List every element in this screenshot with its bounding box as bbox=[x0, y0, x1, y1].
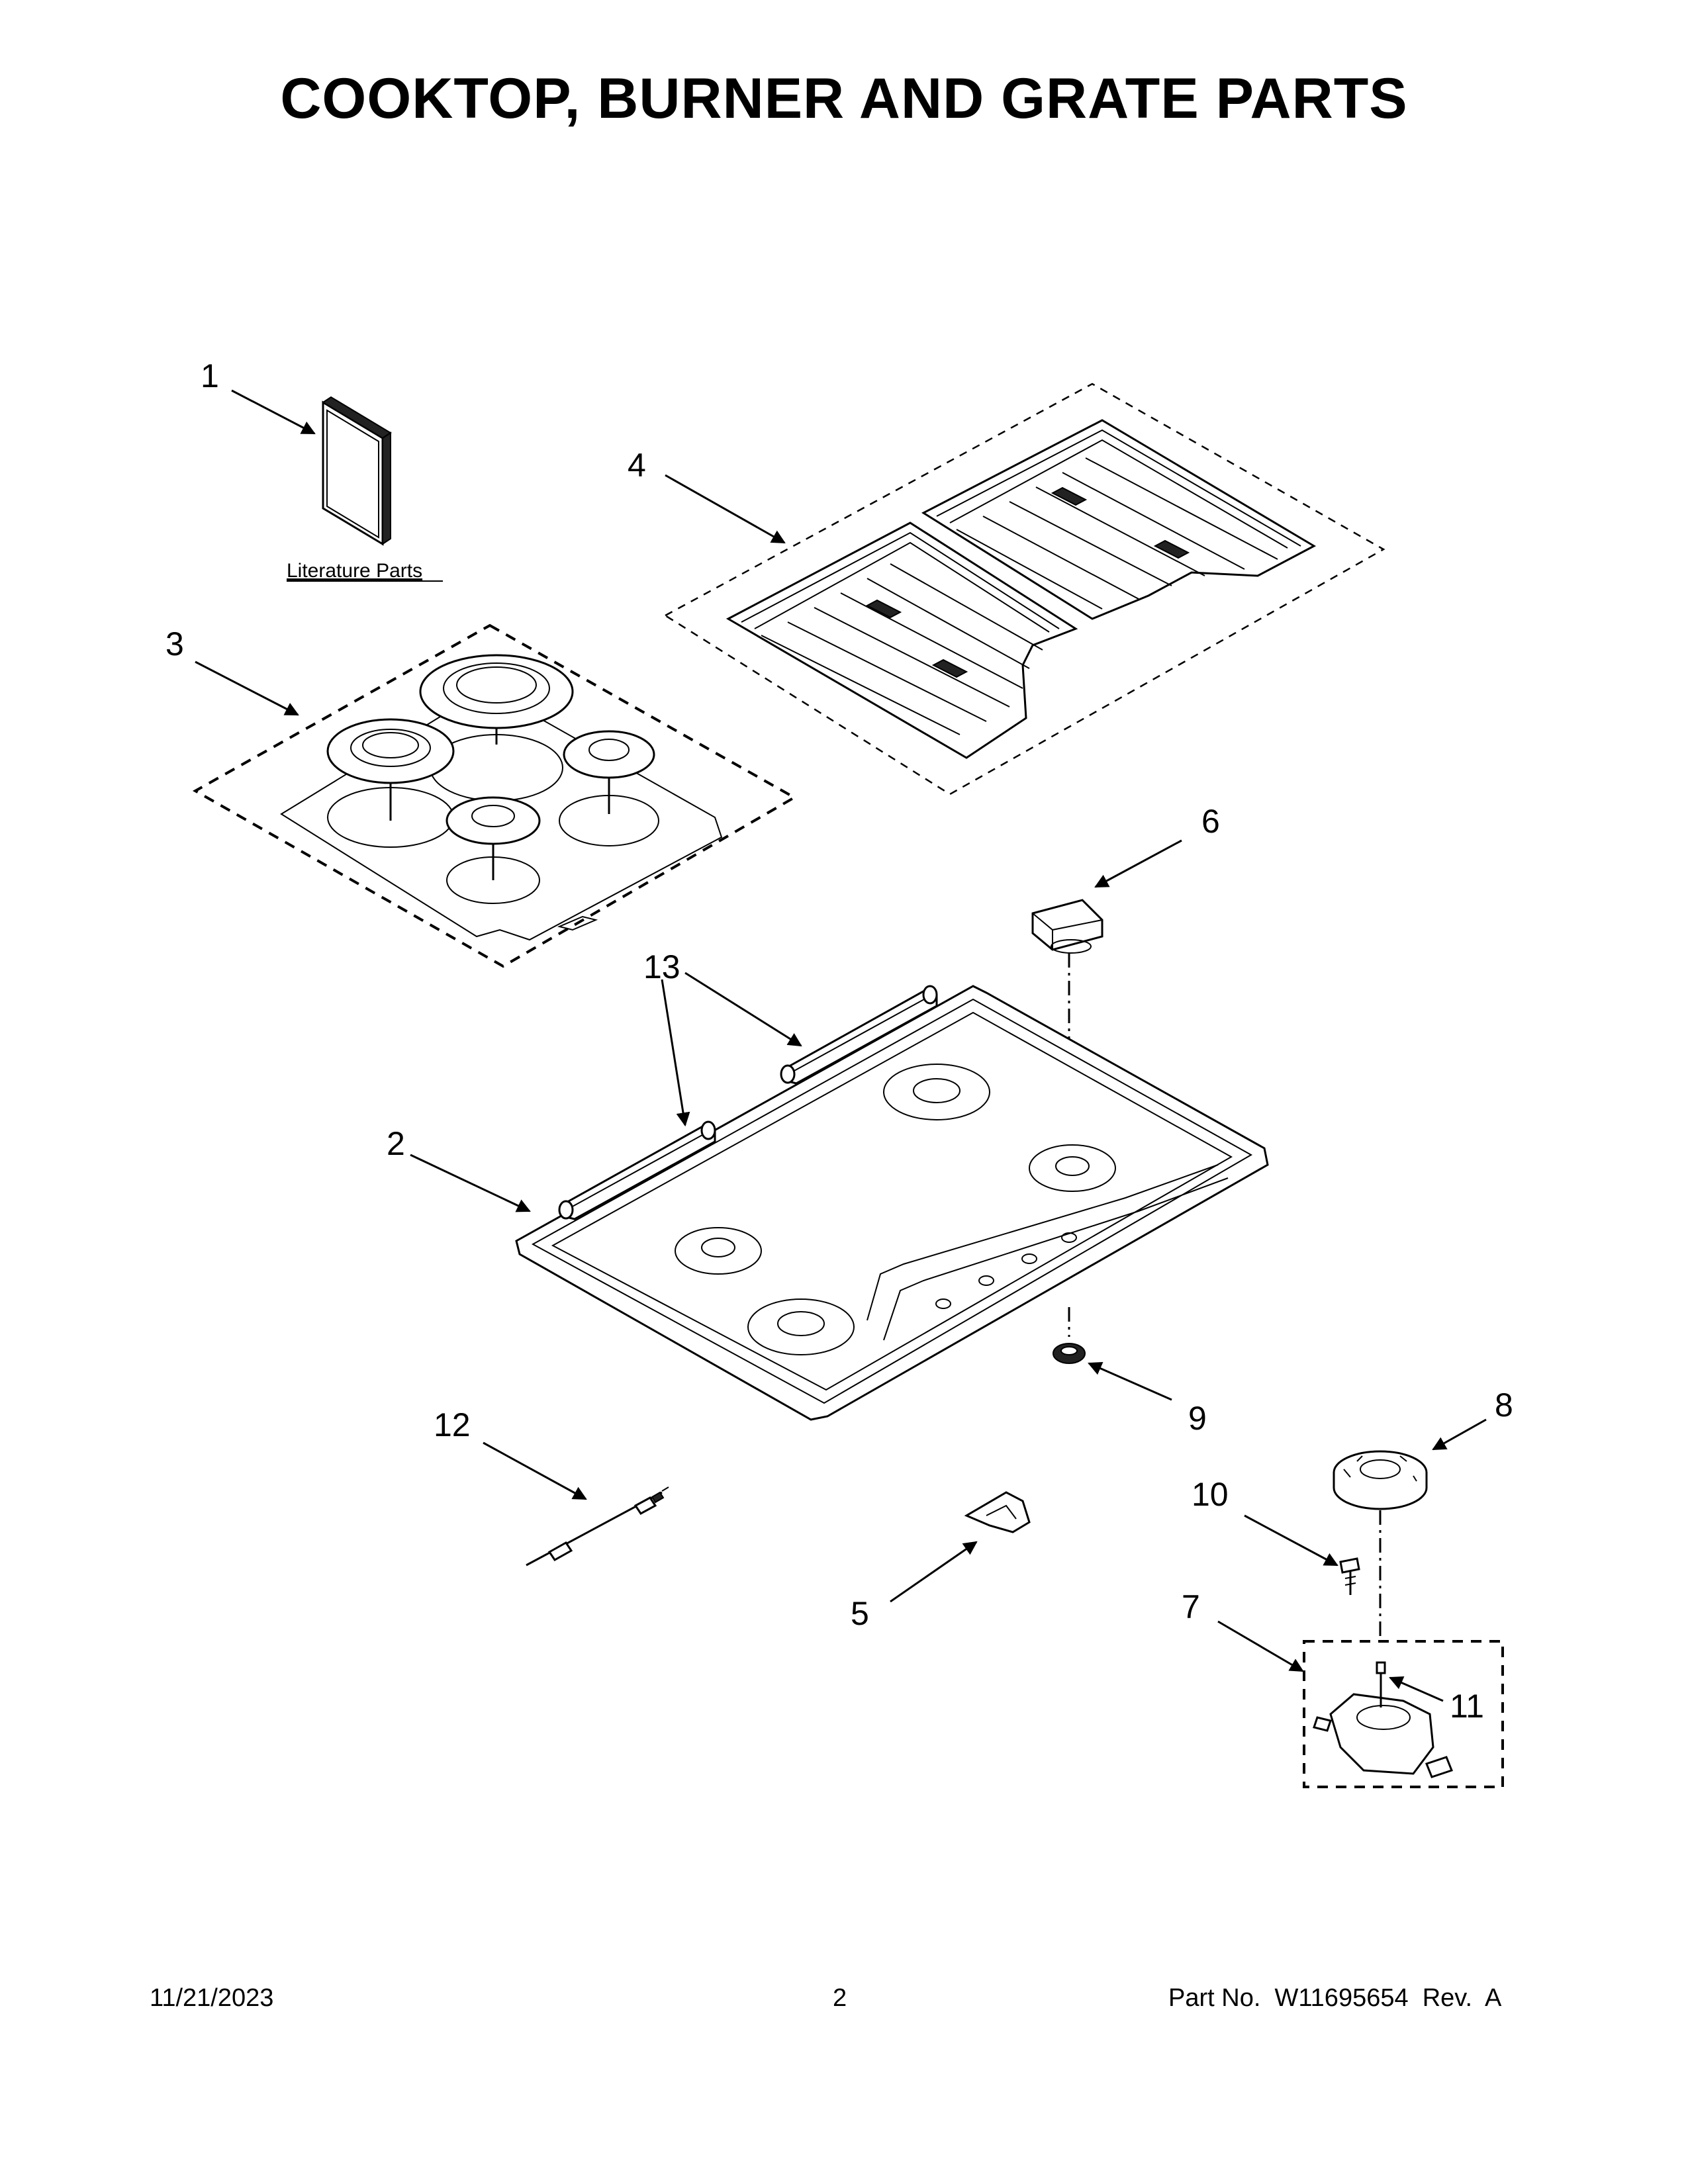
grommet bbox=[1053, 1343, 1086, 1364]
orifice bbox=[1376, 1661, 1386, 1707]
burner-cap-large bbox=[419, 654, 574, 745]
callout-3: 3 bbox=[165, 625, 184, 662]
footer-part-number: Part No. W11695654 Rev. A bbox=[1168, 1984, 1502, 2012]
grate-set bbox=[663, 383, 1385, 796]
callout-5: 5 bbox=[851, 1595, 869, 1632]
burner-cap-small bbox=[445, 796, 541, 880]
screw bbox=[1339, 1557, 1360, 1595]
literature-part: Literature Parts bbox=[287, 396, 443, 582]
burner-base bbox=[1333, 1450, 1428, 1510]
footer-date: 11/21/2023 bbox=[150, 1984, 274, 2012]
grate-right bbox=[921, 419, 1317, 620]
leader-lines bbox=[195, 389, 1487, 1702]
bracket-clip bbox=[964, 1491, 1031, 1533]
callout-1: 1 bbox=[201, 357, 219, 394]
callout-7: 7 bbox=[1182, 1588, 1200, 1625]
footer-page-number: 2 bbox=[833, 1984, 847, 2012]
callout-labels: 1 2 3 4 5 6 7 8 9 10 11 12 13 bbox=[165, 357, 1513, 1725]
grate-bumper bbox=[780, 985, 938, 1085]
callout-4: 4 bbox=[628, 447, 646, 484]
burner-opening bbox=[1029, 1144, 1116, 1192]
grate-left bbox=[726, 522, 1078, 759]
page-title: COOKTOP, BURNER AND GRATE PARTS bbox=[280, 67, 1408, 130]
control-knob bbox=[1031, 899, 1103, 954]
valve-assembly bbox=[1303, 1640, 1504, 1788]
burner-opening bbox=[675, 1227, 762, 1275]
callout-12: 12 bbox=[434, 1406, 471, 1443]
literature-parts-label: Literature Parts bbox=[287, 560, 422, 582]
callout-9: 9 bbox=[1188, 1400, 1207, 1437]
callout-11: 11 bbox=[1450, 1688, 1484, 1725]
callout-13: 13 bbox=[643, 948, 680, 985]
callout-2: 2 bbox=[387, 1125, 405, 1162]
burner-opening bbox=[883, 1064, 990, 1120]
igniter-electrode bbox=[526, 1486, 669, 1567]
grate-bumper bbox=[558, 1120, 716, 1220]
burner-opening bbox=[747, 1298, 855, 1355]
callout-10: 10 bbox=[1192, 1476, 1229, 1513]
callout-8: 8 bbox=[1495, 1387, 1513, 1424]
callout-6: 6 bbox=[1201, 803, 1220, 840]
burner-cap-right bbox=[563, 730, 655, 814]
cooktop-main-top bbox=[515, 985, 1269, 1421]
burner-cap-left bbox=[326, 718, 455, 821]
burner-cap-set bbox=[192, 623, 798, 968]
